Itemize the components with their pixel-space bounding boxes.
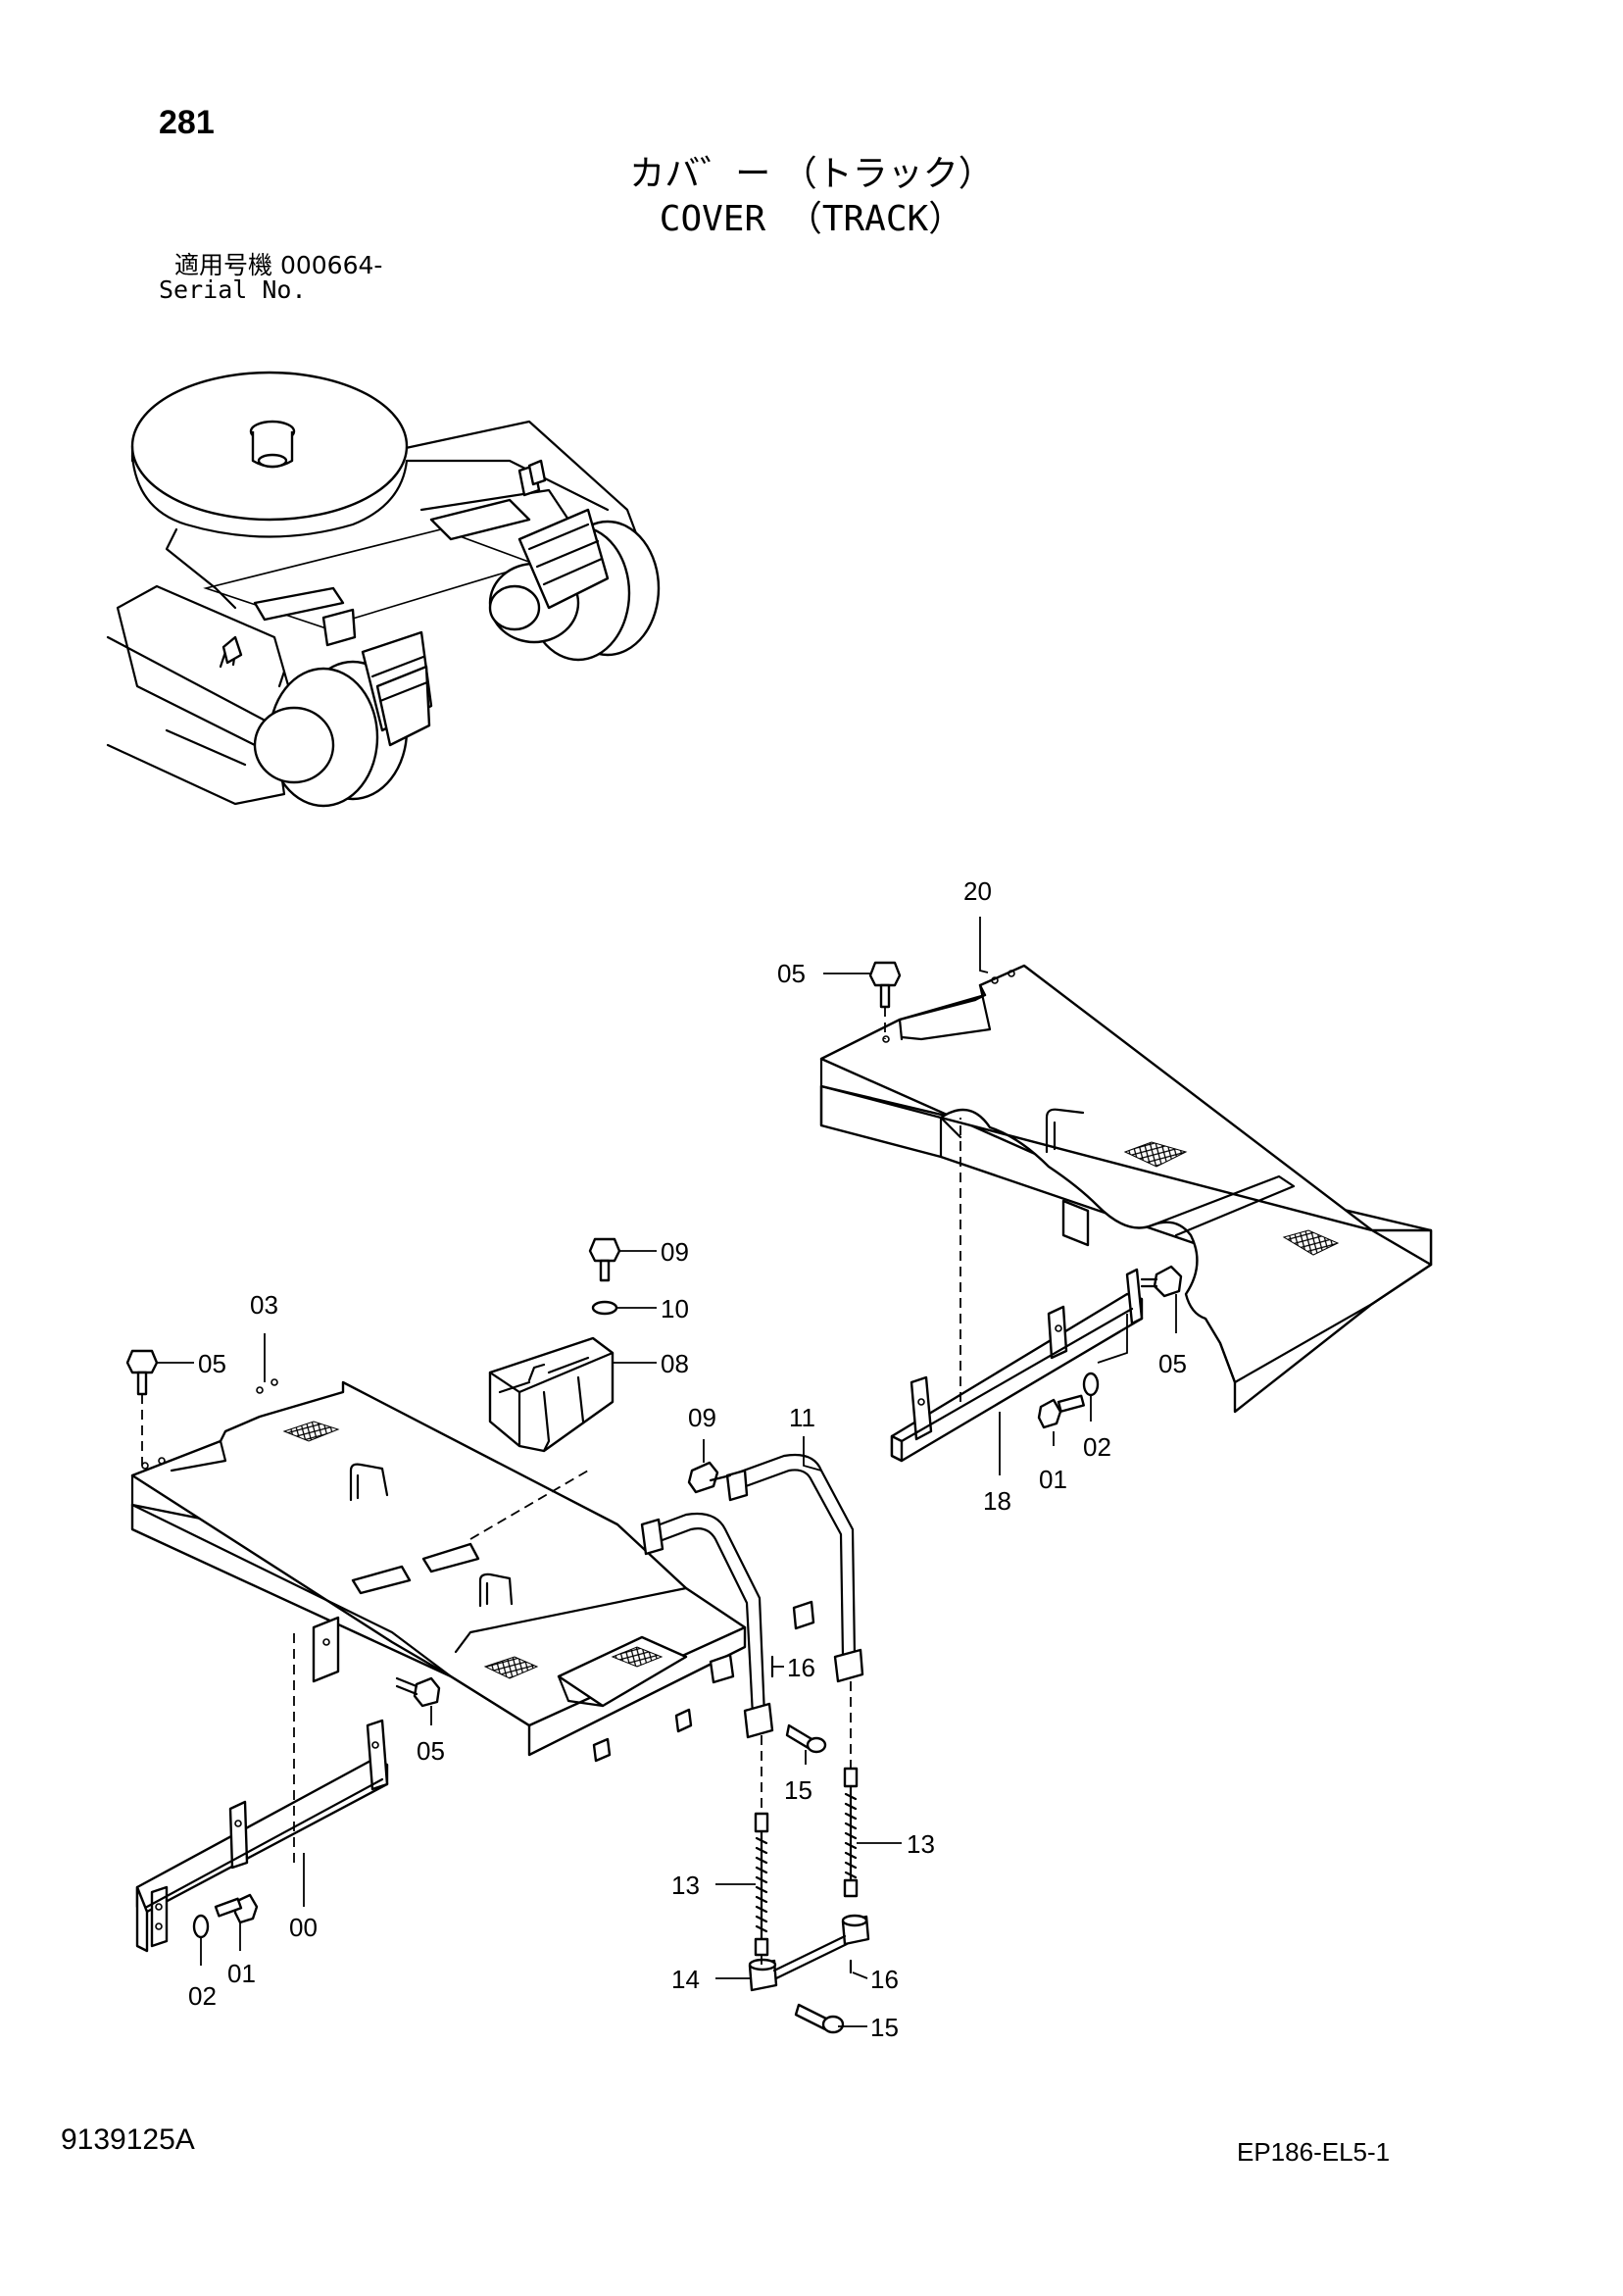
callout-00: 00 <box>289 1913 318 1942</box>
callout-05-right: 05 <box>1158 1349 1187 1378</box>
callout-20: 20 <box>963 876 992 906</box>
serial-label-jp-text: 適用号機 <box>174 251 273 279</box>
callout-13-right: 13 <box>907 1829 935 1859</box>
undercarriage-overview <box>106 371 661 808</box>
parts-13-14-15-16-chain-assembly <box>748 1655 870 2034</box>
callout-01-left: 01 <box>227 1959 256 1988</box>
serial-value: 000664- <box>279 251 383 279</box>
callout-09-mid: 09 <box>688 1403 716 1432</box>
callout-15-upper: 15 <box>784 1775 812 1805</box>
callout-16-upper: 16 <box>787 1653 815 1682</box>
title-english: COVER （TRACK） <box>659 199 964 239</box>
callout-11: 11 <box>789 1403 815 1432</box>
callout-02-left: 02 <box>188 1981 217 2011</box>
callout-05-lower: 05 <box>417 1736 445 1766</box>
callout-16-lower: 16 <box>870 1965 899 1994</box>
callout-05-top: 05 <box>777 959 806 988</box>
callout-15-lower: 15 <box>870 2013 899 2042</box>
part-18-bracket-right <box>890 1118 1144 1463</box>
callout-labels: 20 05 03 05 09 10 08 09 11 05 02 01 18 1… <box>188 876 1187 2042</box>
callout-14: 14 <box>671 1965 700 1994</box>
leader-lines <box>157 917 1177 2027</box>
callout-13-left: 13 <box>671 1871 700 1900</box>
part-08-step-bracket <box>469 1336 615 1540</box>
callout-08: 08 <box>661 1349 689 1378</box>
fasteners <box>125 961 1183 1939</box>
serial-label-english: Serial No. <box>159 275 307 304</box>
callout-10: 10 <box>661 1294 689 1323</box>
part-00-bracket-left <box>135 1627 389 1953</box>
callout-02-right: 02 <box>1083 1432 1111 1462</box>
callout-05-left: 05 <box>198 1349 226 1378</box>
callout-09-top: 09 <box>661 1237 689 1267</box>
serial-label-japanese: 適用号機 000664- <box>174 253 382 277</box>
title-japanese: カバ゛ー （トラック） <box>629 154 994 194</box>
callout-03: 03 <box>250 1290 278 1320</box>
part-20-track-cover-right <box>819 964 1433 1414</box>
part-03-track-cover-left <box>130 1378 747 1763</box>
drawing-code: 9139125A <box>61 2123 195 2156</box>
callout-18: 18 <box>983 1486 1011 1516</box>
page-number: 281 <box>159 104 215 141</box>
sheet-code: EP186-EL5-1 <box>1237 2137 1391 2167</box>
callout-01-right: 01 <box>1039 1465 1067 1494</box>
